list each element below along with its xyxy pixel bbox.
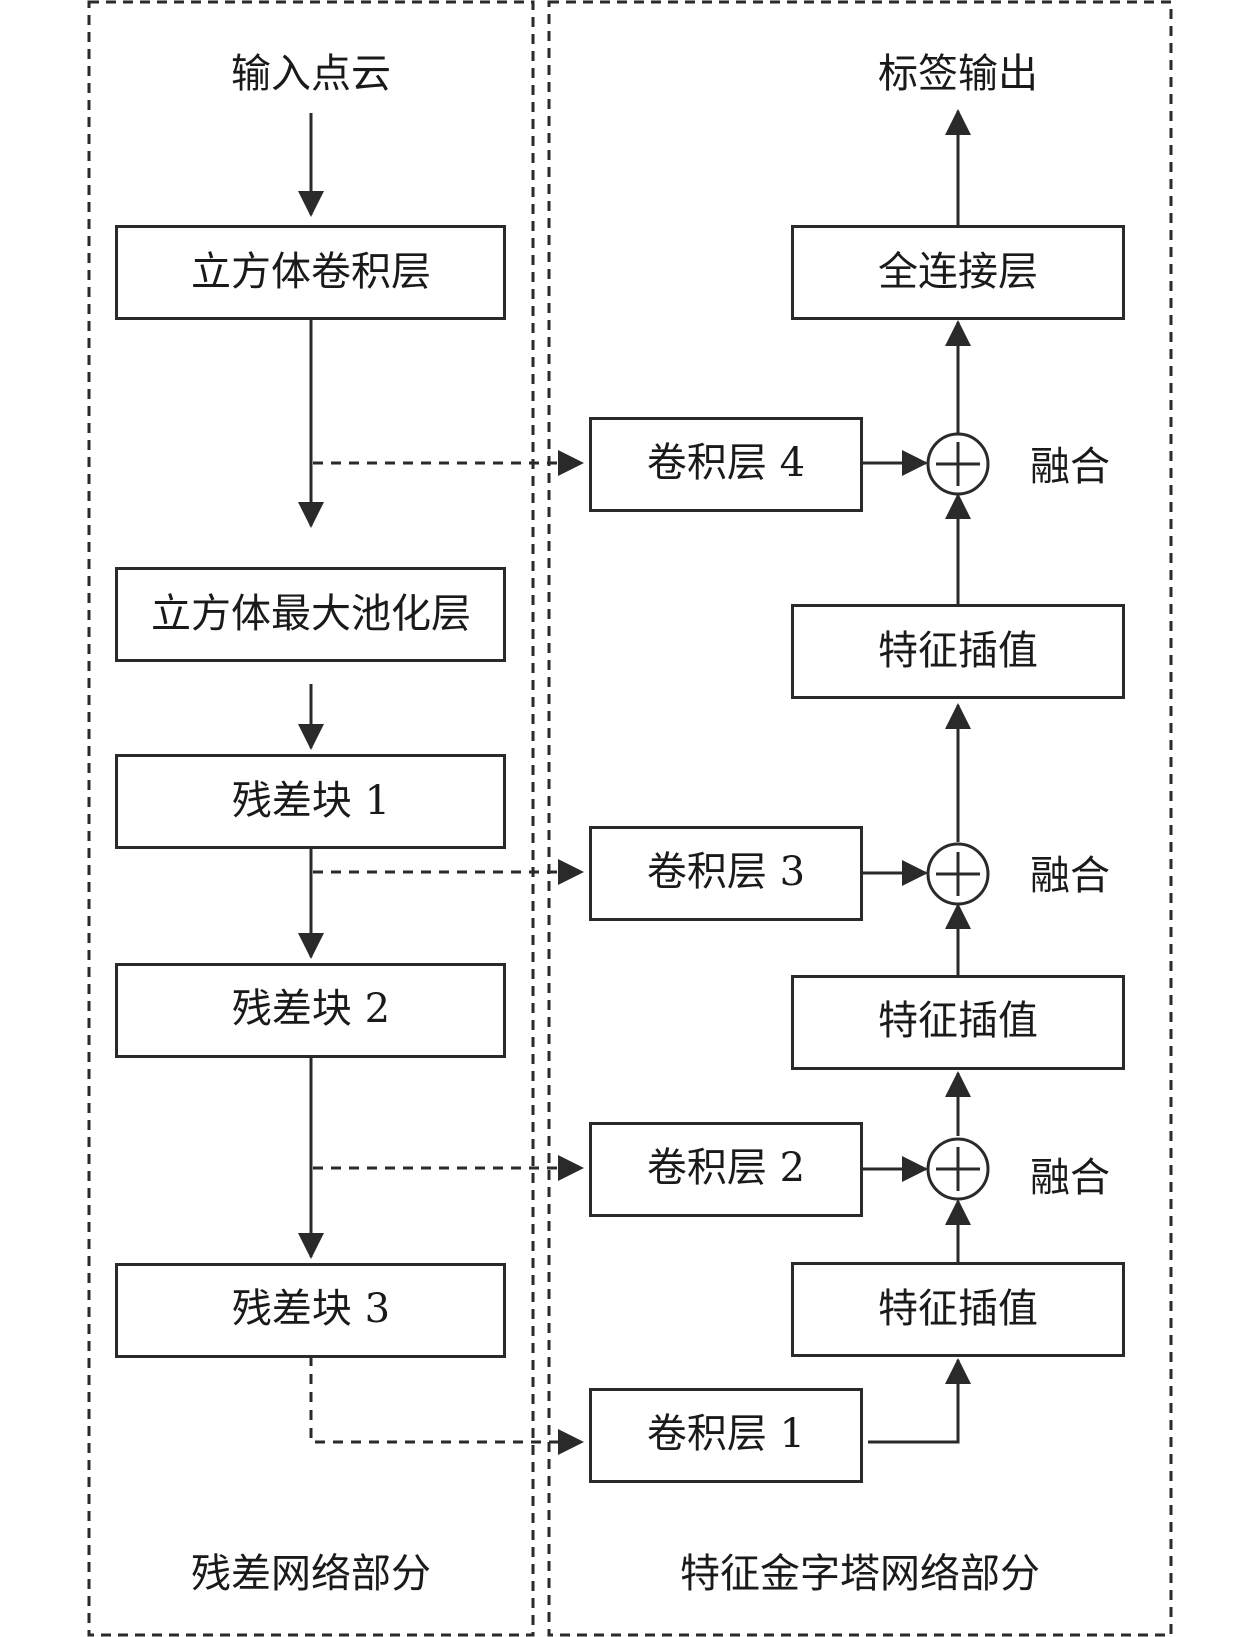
arrow-conv1-to-interp-bottom (868, 1358, 971, 1444)
conv4-label: 卷积层 4 (646, 440, 806, 486)
interp-bottom-label: 特征插值 (878, 1286, 1038, 1332)
conv3-label: 卷积层 3 (646, 849, 806, 895)
conv2-label: 卷积层 2 (646, 1145, 806, 1191)
cube-conv-box (115, 225, 506, 320)
left-region-caption: 残差网络部分 (191, 1551, 431, 1597)
interp-top-label: 特征插值 (878, 628, 1038, 674)
fc-box (791, 225, 1125, 320)
skip-to-conv1 (309, 1356, 584, 1455)
fuse-node-mid (926, 842, 990, 906)
fuse-node-bottom (926, 1137, 990, 1201)
cube-pool-box (115, 567, 506, 662)
right-region-caption: 特征金字塔网络部分 (680, 1551, 1040, 1597)
interp-mid-label: 特征插值 (878, 998, 1038, 1044)
res-block-1-label: 残差块 1 (231, 778, 391, 824)
fc-label: 全连接层 (878, 249, 1038, 295)
left-region-frame (87, 0, 535, 1637)
fuse-bottom-label: 融合 (1030, 1155, 1110, 1201)
conv3-box (589, 826, 863, 921)
fuse-mid-label: 融合 (1030, 853, 1110, 899)
res-block-3-box (115, 1263, 506, 1358)
conv2-box (589, 1122, 863, 1217)
conv4-box (589, 417, 863, 512)
res-block-2-label: 残差块 2 (231, 986, 391, 1032)
cube-pool-label: 立方体最大池化层 (151, 591, 471, 637)
cube-conv-label: 立方体卷积层 (191, 249, 431, 295)
res-block-2-box (115, 963, 506, 1058)
fuse-node-top (926, 432, 990, 496)
output-label: 标签输出 (878, 51, 1038, 97)
conv1-label: 卷积层 1 (646, 1411, 806, 1457)
fuse-top-label: 融合 (1030, 444, 1110, 490)
input-label: 输入点云 (231, 51, 391, 97)
res-block-3-label: 残差块 3 (231, 1286, 391, 1332)
conv1-box (589, 1388, 863, 1483)
interp-mid-box (791, 975, 1125, 1070)
right-region-frame (547, 0, 1173, 1637)
interp-top-box (791, 604, 1125, 699)
res-block-1-box (115, 754, 506, 849)
interp-bottom-box (791, 1262, 1125, 1357)
